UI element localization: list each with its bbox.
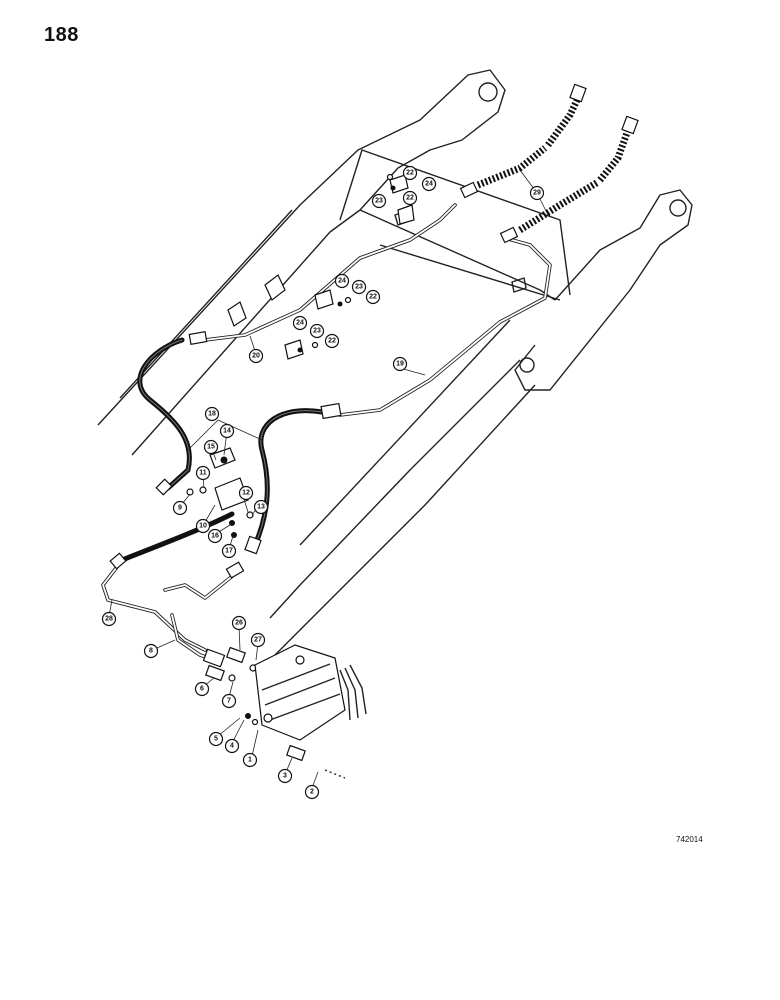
callout-3: 3 xyxy=(277,768,293,784)
brackets xyxy=(209,174,415,511)
callout-12: 12 xyxy=(238,485,254,501)
svg-text:22: 22 xyxy=(406,170,414,177)
callouts: 1 2 3 4 5 6 7 8 9 10 11 12 13 14 15 16 1… xyxy=(101,165,545,800)
svg-text:8: 8 xyxy=(149,648,153,655)
callout-2: 2 xyxy=(304,784,320,800)
svg-text:4: 4 xyxy=(230,743,234,750)
svg-text:23: 23 xyxy=(355,284,363,291)
page-number: 188 xyxy=(44,24,79,46)
callout-15: 15 xyxy=(203,439,219,455)
svg-text:15: 15 xyxy=(207,444,215,451)
svg-text:10: 10 xyxy=(199,523,207,530)
svg-text:22: 22 xyxy=(328,338,336,345)
svg-text:13: 13 xyxy=(257,504,265,511)
svg-text:14: 14 xyxy=(223,428,231,435)
steel-tubes xyxy=(101,203,552,662)
svg-text:27: 27 xyxy=(254,637,262,644)
svg-text:24: 24 xyxy=(296,320,304,327)
loader-frame xyxy=(97,69,693,669)
svg-text:6: 6 xyxy=(200,686,204,693)
callout-22-top: 22 xyxy=(402,165,418,181)
svg-text:1: 1 xyxy=(248,757,252,764)
callout-22-mid: 22 xyxy=(365,289,381,305)
callout-14: 14 xyxy=(219,423,235,439)
svg-text:19: 19 xyxy=(396,361,404,368)
svg-text:2: 2 xyxy=(310,789,314,796)
callout-23-top: 23 xyxy=(371,193,387,209)
svg-text:12: 12 xyxy=(242,490,250,497)
callout-13: 13 xyxy=(253,499,269,515)
control-valve xyxy=(254,644,367,779)
callout-26: 26 xyxy=(231,615,247,631)
svg-text:23: 23 xyxy=(375,198,383,205)
hoses-18 xyxy=(119,337,325,563)
svg-text:26: 26 xyxy=(235,620,243,627)
callout-18: 18 xyxy=(204,406,220,422)
callout-8: 8 xyxy=(143,643,159,659)
callout-28: 28 xyxy=(101,611,117,627)
svg-text:24: 24 xyxy=(338,278,346,285)
fittings xyxy=(109,330,342,682)
callout-1: 1 xyxy=(242,752,258,768)
callout-22-upper-right: 22 xyxy=(402,190,418,206)
svg-text:28: 28 xyxy=(105,616,113,623)
svg-text:18: 18 xyxy=(208,411,216,418)
callout-11: 11 xyxy=(195,465,211,481)
svg-text:9: 9 xyxy=(178,505,182,512)
callout-24-lower: 24 xyxy=(292,315,308,331)
svg-text:23: 23 xyxy=(313,328,321,335)
callout-5: 5 xyxy=(208,731,224,747)
callout-9: 9 xyxy=(172,500,188,516)
callout-19: 19 xyxy=(392,356,408,372)
callout-24-top: 24 xyxy=(421,176,437,192)
callout-27: 27 xyxy=(250,632,266,648)
callout-4: 4 xyxy=(224,738,240,754)
callout-24-mid: 24 xyxy=(334,273,350,289)
hoses-29 xyxy=(459,83,639,244)
callout-7: 7 xyxy=(221,693,237,709)
svg-text:24: 24 xyxy=(425,181,433,188)
callout-10: 10 xyxy=(195,518,211,534)
callout-6: 6 xyxy=(194,681,210,697)
svg-text:11: 11 xyxy=(199,470,207,477)
svg-text:22: 22 xyxy=(406,195,414,202)
svg-text:7: 7 xyxy=(227,698,231,705)
hardware xyxy=(186,173,396,726)
callout-20: 20 xyxy=(248,348,264,364)
callout-23-lower: 23 xyxy=(309,323,325,339)
svg-text:17: 17 xyxy=(225,548,233,555)
callout-29: 29 xyxy=(529,185,545,201)
svg-text:20: 20 xyxy=(252,353,260,360)
callout-17: 17 xyxy=(221,543,237,559)
callout-23-mid: 23 xyxy=(351,279,367,295)
svg-text:29: 29 xyxy=(533,190,541,197)
svg-text:5: 5 xyxy=(214,736,218,743)
callout-22-lower: 22 xyxy=(324,333,340,349)
drawing-code: 742014 xyxy=(676,835,703,844)
svg-text:16: 16 xyxy=(211,533,219,540)
svg-text:3: 3 xyxy=(283,773,287,780)
svg-text:22: 22 xyxy=(369,294,377,301)
callout-16: 16 xyxy=(207,528,223,544)
